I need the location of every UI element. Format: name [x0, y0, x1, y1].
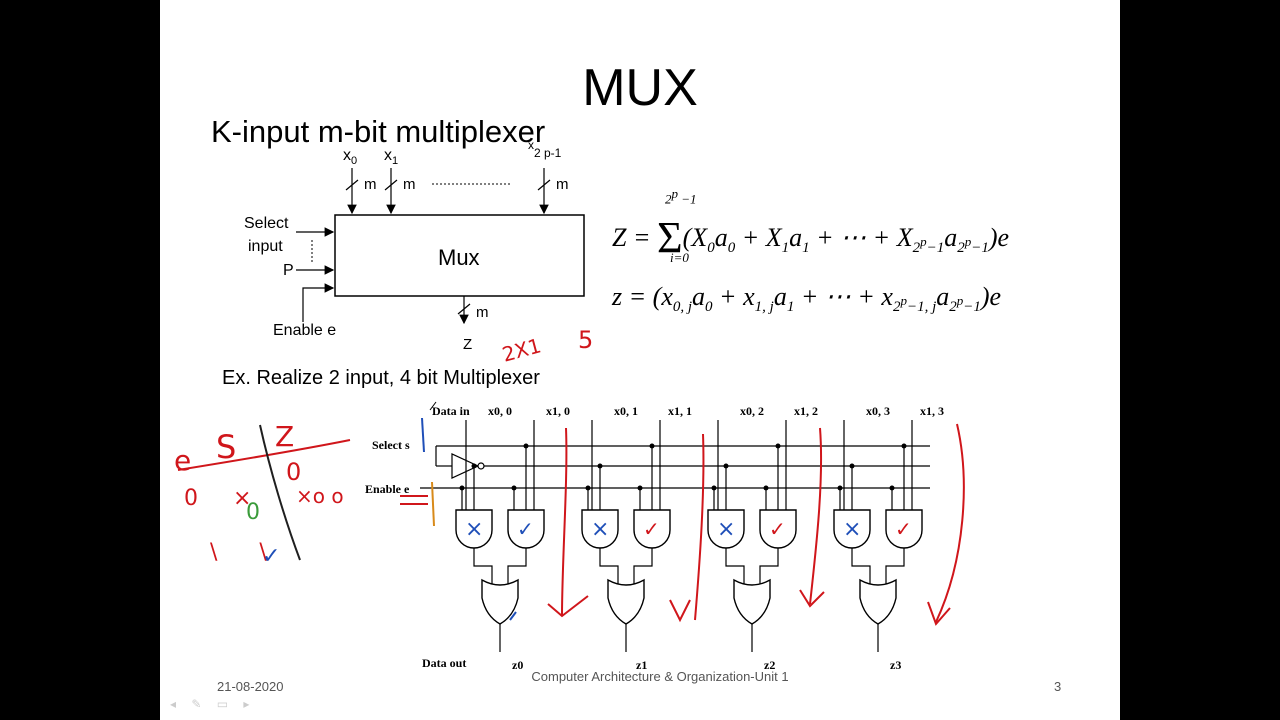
and-gate: [581, 509, 619, 549]
and-output-wire: [725, 548, 745, 584]
junction-dot: [597, 463, 603, 469]
and-gate: [455, 509, 493, 549]
and-gate: [885, 509, 923, 549]
output-z3: z3: [890, 658, 902, 672]
junction-dot: [723, 463, 729, 469]
input-x12: x1, 2: [794, 404, 818, 418]
hw-mark: \ \: [210, 540, 267, 565]
junction-dot: [637, 485, 643, 491]
junction-dot: [775, 443, 781, 449]
hw-cross: ×: [465, 517, 483, 542]
and-gate: [507, 509, 545, 549]
hw-header-s: S: [216, 428, 237, 466]
input-label: input: [248, 238, 283, 255]
mux-box-label: Mux: [438, 245, 480, 270]
slide-drawing: × ✓ × ✓ × ✓ × ✓: [177, 168, 965, 652]
and-gate: [633, 509, 671, 549]
and-output-wire: [473, 548, 493, 584]
or-gate: [859, 578, 897, 625]
and-gate: [833, 509, 871, 549]
junction-dot: [585, 485, 591, 491]
sum-upper-limit: 2p −1: [665, 186, 697, 207]
slide: × ✓ × ✓ × ✓ × ✓ MUX K-input m-bit multiplexer x…: [160, 0, 1120, 720]
junction-dot: [849, 463, 855, 469]
inverter-gate: [451, 453, 480, 479]
width-label-m-0: m: [364, 176, 377, 193]
footer-date: 21-08-2020: [217, 679, 284, 694]
slide-subtitle: K-input m-bit multiplexer: [211, 114, 546, 149]
footer-page-number: 3: [1054, 679, 1062, 694]
input-x11: x1, 1: [668, 404, 692, 418]
input-x03: x0, 3: [866, 404, 890, 418]
slideshow-toolbar[interactable]: ◂ ✎ ▭ ▸: [170, 697, 256, 711]
output-z0: z0: [512, 658, 524, 672]
and-output-wire: [851, 548, 871, 584]
input-x01: x0, 1: [614, 404, 638, 418]
and-output-wire: [507, 548, 527, 584]
hw-cross: ×: [717, 517, 735, 542]
hw-check: ✓: [769, 517, 786, 541]
or-gate: [607, 578, 645, 625]
example-text: Ex. Realize 2 input, 4 bit Multiplexer: [222, 367, 540, 389]
select-s-label: Select s: [372, 438, 410, 452]
or-gate: [481, 578, 519, 625]
hw-check: ✓: [895, 517, 912, 541]
output-width-label: m: [476, 304, 489, 321]
and-output-wire: [633, 548, 653, 584]
width-label-m-1: m: [403, 176, 416, 193]
data-in-label: Data in: [432, 404, 470, 418]
output-z-label: Z: [463, 336, 473, 353]
junction-dot: [763, 485, 769, 491]
junction-dot: [901, 443, 907, 449]
hw-mark: 0: [246, 500, 260, 525]
junction-dot: [523, 443, 529, 449]
hw-check: ✓: [517, 517, 534, 541]
junction-dot: [889, 485, 895, 491]
input-x02: x0, 2: [740, 404, 764, 418]
hw-mark: 0: [286, 458, 302, 486]
and-output-wire: [885, 548, 905, 584]
width-label-m-2: m: [556, 176, 569, 193]
junction-dot: [837, 485, 843, 491]
hw-mark: ×o o: [296, 484, 344, 508]
or-gate: [733, 578, 771, 625]
mux-box: [334, 214, 585, 297]
and-gate: [707, 509, 745, 549]
select-label: Select: [244, 215, 289, 232]
equation-2: z = (x0, ja0 + x1, ja1 + ⋯ + x2p−1, ja2p…: [612, 282, 1002, 316]
junction-dot: [511, 485, 517, 491]
input-x13: x1, 3: [920, 404, 944, 418]
junction-dot: [459, 485, 465, 491]
hw-mark: 0 ×: [184, 486, 252, 511]
equation-1: Z = Σ(X0a0 + X1a1 + ⋯ + X2p−1a2p−1)e: [612, 213, 1010, 262]
hw-note-5: 5: [578, 326, 594, 354]
enable-e-label: Enable e: [365, 482, 410, 496]
p-label: P: [283, 262, 294, 279]
and-output-wire: [759, 548, 779, 584]
and-output-wire: [599, 548, 619, 584]
footer-course: Computer Architecture & Organization-Uni…: [531, 669, 789, 684]
hw-check: ✓: [643, 517, 660, 541]
input-x10: x1, 0: [546, 404, 570, 418]
circuit-gates: × ✓ × ✓ × ✓ × ✓: [455, 420, 923, 652]
enable-label: Enable e: [273, 322, 337, 339]
slide-title: MUX: [582, 59, 698, 117]
output-z1: z1: [636, 658, 648, 672]
input-x0-label: x0: [343, 147, 358, 168]
hw-cross: ×: [843, 517, 861, 542]
input-x00: x0, 0: [488, 404, 512, 418]
output-z2: z2: [764, 658, 776, 672]
and-gate: [759, 509, 797, 549]
junction-dot: [711, 485, 717, 491]
sum-lower-limit: i=0: [670, 250, 689, 265]
junction-dot: [649, 443, 655, 449]
data-out-label: Data out: [422, 656, 467, 670]
hw-header-e: e: [174, 444, 192, 477]
junction-dot: [471, 463, 477, 469]
input-xlast-label: x2 p-1: [528, 138, 562, 160]
input-x1-label: x1: [384, 147, 399, 168]
hw-mark: ✓: [262, 544, 281, 569]
hw-header-z: Z: [275, 420, 295, 453]
hw-cross: ×: [591, 517, 609, 542]
